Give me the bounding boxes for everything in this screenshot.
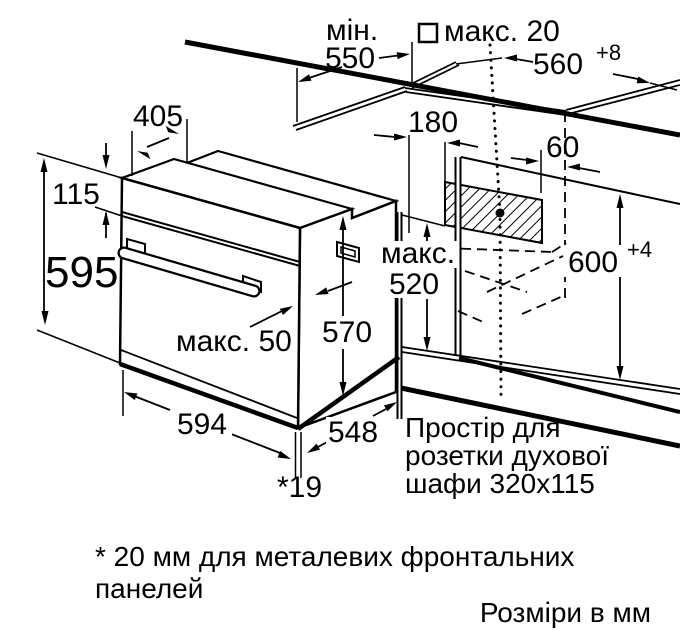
label-backgrounds bbox=[172, 241, 648, 445]
dimension-lines bbox=[36, 42, 678, 478]
cabinet-niche bbox=[400, 43, 680, 449]
dim-600-tolerance: +4 bbox=[627, 237, 652, 262]
dim-min-label: мін. bbox=[326, 14, 378, 47]
dim-max-50: макс. 50 bbox=[176, 325, 292, 358]
oven-bottom-front-edge bbox=[119, 361, 299, 431]
dim-570: 570 bbox=[322, 316, 372, 349]
dim-min-550: 550 bbox=[325, 42, 375, 75]
dim-520: 520 bbox=[389, 268, 439, 301]
socket-point bbox=[495, 208, 505, 218]
dim-560-tolerance: +8 bbox=[596, 40, 621, 65]
countertop-lines bbox=[184, 39, 680, 138]
dim-595: 595 bbox=[45, 248, 118, 297]
socket-note-line1: Простір для bbox=[405, 412, 561, 443]
socket-note-line3: шафи 320x115 bbox=[405, 468, 595, 499]
dim-max-label: макс. bbox=[381, 237, 455, 270]
dim-60: 60 bbox=[546, 131, 579, 164]
dim-19: *19 bbox=[277, 471, 322, 504]
dim-548: 548 bbox=[328, 416, 378, 449]
dim-max-20: макс. 20 bbox=[444, 15, 560, 48]
footnote-line1: * 20 мм для металевих фронтальних bbox=[95, 541, 574, 572]
dim-594: 594 bbox=[177, 408, 227, 441]
oven-drawing bbox=[117, 149, 401, 431]
niche-floor-edge bbox=[458, 356, 680, 414]
socket-note-line2: розетки духової bbox=[405, 440, 609, 471]
dim-180: 180 bbox=[408, 106, 458, 139]
dim-115: 115 bbox=[52, 178, 100, 211]
dim-560: 560 bbox=[533, 48, 583, 81]
units-note: Розміри в мм bbox=[480, 597, 651, 628]
countertop-front-edge bbox=[184, 39, 680, 138]
niche-ceiling-edge bbox=[460, 156, 680, 205]
side-bracket-slot bbox=[340, 246, 356, 258]
oven-bottom-side-edge bbox=[296, 355, 401, 431]
socket-area-hatch bbox=[444, 180, 543, 245]
dimension-arrowheads bbox=[40, 52, 650, 459]
socket-space-dashed bbox=[444, 112, 567, 323]
square-symbol-icon bbox=[417, 22, 439, 44]
cabinet-bottom-edge bbox=[400, 385, 680, 449]
footnote-line2: панелей bbox=[95, 573, 203, 604]
oven-door-bottom-line bbox=[120, 349, 298, 419]
dim-405: 405 bbox=[133, 100, 183, 133]
dim-600: 600 bbox=[568, 246, 618, 279]
